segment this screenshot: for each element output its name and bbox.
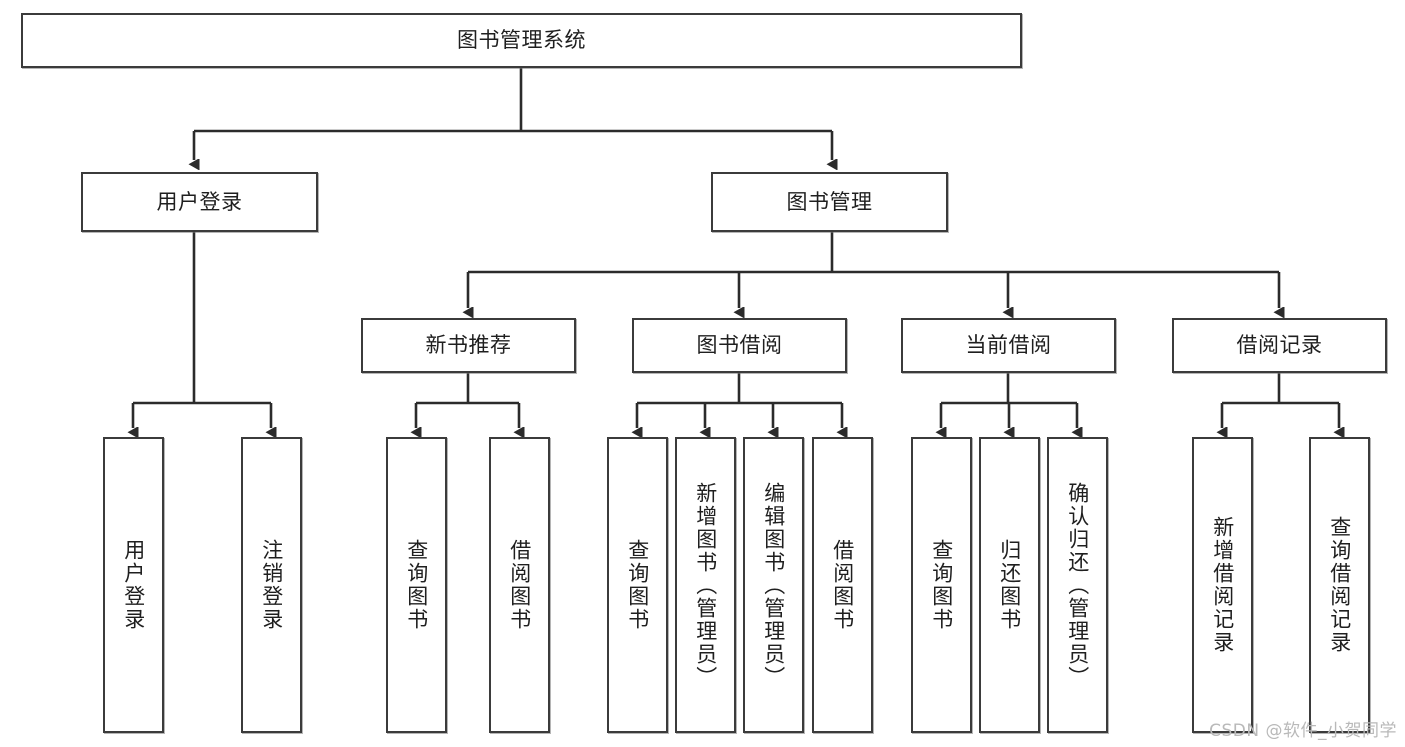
node-book-manage[interactable]: 图书管理: [711, 172, 948, 232]
node-root[interactable]: 图书管理系统: [21, 13, 1022, 68]
node-leaf-query-record[interactable]: 查询借阅记录: [1309, 437, 1370, 733]
node-current-borrow[interactable]: 当前借阅: [901, 318, 1116, 373]
node-leaf-return-book[interactable]: 归还图书: [979, 437, 1040, 733]
node-leaf-borrow-book-a-label: 借阅图书: [507, 539, 532, 631]
node-book-borrow-label: 图书借阅: [696, 333, 783, 358]
node-leaf-query-book-b[interactable]: 查询图书: [607, 437, 668, 733]
node-leaf-add-book[interactable]: 新增图书（管理员）: [675, 437, 736, 733]
node-borrow-record[interactable]: 借阅记录: [1172, 318, 1387, 373]
csdn-watermark: CSDN @软件_小贺同学: [1209, 721, 1397, 741]
node-new-book-rec[interactable]: 新书推荐: [361, 318, 576, 373]
node-user-login[interactable]: 用户登录: [81, 172, 318, 232]
node-root-label: 图书管理系统: [457, 28, 586, 53]
node-leaf-query-book-c[interactable]: 查询图书: [911, 437, 972, 733]
node-new-book-rec-label: 新书推荐: [425, 333, 512, 358]
node-current-borrow-label: 当前借阅: [965, 333, 1052, 358]
node-book-manage-label: 图书管理: [786, 189, 873, 214]
node-user-login-label: 用户登录: [156, 189, 243, 214]
node-leaf-edit-book-label: 编辑图书（管理员）: [761, 481, 786, 689]
node-leaf-add-book-label: 新增图书（管理员）: [693, 481, 718, 689]
node-leaf-query-book-c-label: 查询图书: [929, 539, 954, 631]
node-leaf-borrow-book-a[interactable]: 借阅图书: [489, 437, 550, 733]
node-leaf-edit-book[interactable]: 编辑图书（管理员）: [743, 437, 804, 733]
node-leaf-user-login[interactable]: 用户登录: [103, 437, 164, 733]
node-book-borrow[interactable]: 图书借阅: [632, 318, 847, 373]
node-leaf-user-login-label: 用户登录: [121, 539, 146, 631]
node-leaf-query-book-b-label: 查询图书: [625, 539, 650, 631]
node-leaf-add-record[interactable]: 新增借阅记录: [1192, 437, 1253, 733]
node-borrow-record-label: 借阅记录: [1236, 333, 1323, 358]
node-leaf-logout[interactable]: 注销登录: [241, 437, 302, 733]
node-leaf-borrow-book-b[interactable]: 借阅图书: [812, 437, 873, 733]
node-leaf-confirm-return-label: 确认归还（管理员）: [1065, 481, 1090, 689]
node-leaf-logout-label: 注销登录: [259, 539, 284, 631]
node-leaf-return-book-label: 归还图书: [997, 539, 1022, 631]
node-leaf-confirm-return[interactable]: 确认归还（管理员）: [1047, 437, 1108, 733]
node-leaf-query-book-a[interactable]: 查询图书: [386, 437, 447, 733]
node-leaf-query-book-a-label: 查询图书: [404, 539, 429, 631]
node-leaf-add-record-label: 新增借阅记录: [1210, 516, 1235, 654]
node-leaf-borrow-book-b-label: 借阅图书: [830, 539, 855, 631]
node-leaf-query-record-label: 查询借阅记录: [1327, 516, 1352, 654]
